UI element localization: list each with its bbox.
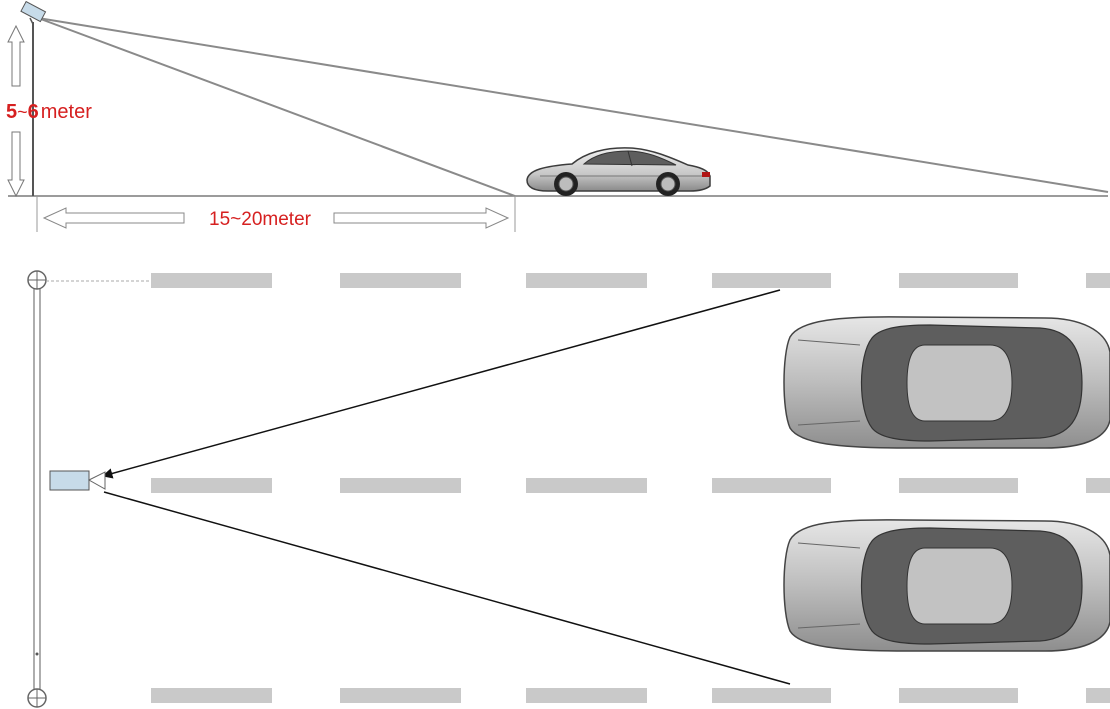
height-label-prefix: 5 bbox=[6, 101, 17, 123]
top-pole bbox=[27, 270, 150, 708]
sight-line-near bbox=[37, 17, 516, 197]
top-view bbox=[27, 270, 1110, 708]
height-label-tilde: ~ bbox=[17, 102, 28, 122]
fov-line-lower bbox=[103, 491, 791, 685]
top-car-icon-2 bbox=[783, 519, 1110, 652]
top-car-icon-1 bbox=[783, 316, 1110, 449]
fov-line-upper bbox=[101, 289, 781, 479]
lane-line-middle bbox=[151, 478, 1110, 493]
lane-line-bottom bbox=[151, 688, 1110, 703]
distance-dimension: 15~20meter bbox=[36, 196, 516, 232]
top-camera-icon bbox=[49, 470, 106, 491]
height-arrow bbox=[7, 24, 25, 198]
lane-line-top bbox=[151, 273, 1110, 288]
height-label-value: 6 bbox=[28, 101, 39, 123]
side-camera-icon bbox=[20, 0, 47, 25]
sight-line-far bbox=[37, 17, 1109, 193]
distance-arrow-left bbox=[42, 207, 185, 229]
distance-arrow-right bbox=[333, 207, 510, 229]
height-label-unit: meter bbox=[41, 101, 92, 123]
lane-markings bbox=[151, 273, 1110, 703]
side-car-icon bbox=[526, 147, 711, 196]
distance-label: 15~20meter bbox=[209, 209, 312, 230]
